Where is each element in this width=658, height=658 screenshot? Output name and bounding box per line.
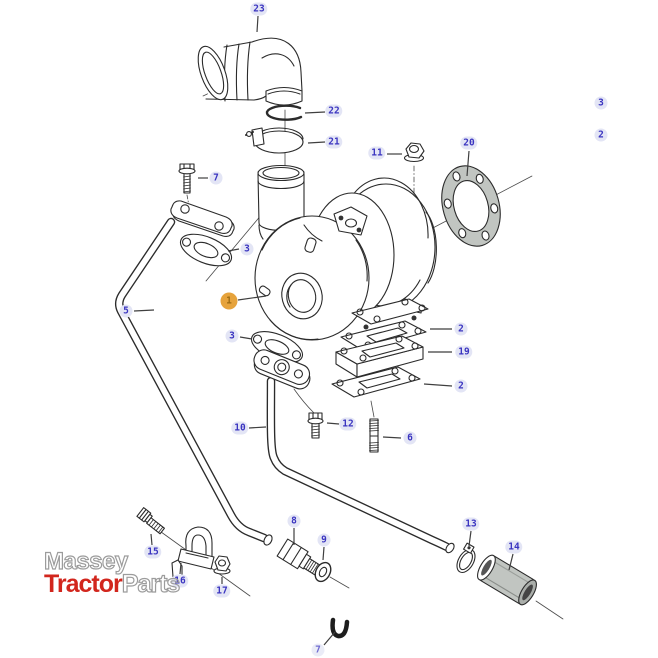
leader-line-22 <box>304 111 326 114</box>
oval-gasket-lower <box>250 331 304 363</box>
washer-9 <box>314 561 332 583</box>
retaining-ring <box>265 104 303 121</box>
flange-nut-11 <box>403 142 425 163</box>
u-clip <box>330 617 350 639</box>
part-callout-7[interactable]: 7 <box>311 643 325 657</box>
leader-line-12 <box>326 422 340 425</box>
part-callout-23[interactable]: 23 <box>250 2 268 16</box>
part-callout-1[interactable]: 1 <box>220 292 238 310</box>
elbow-hose <box>197 37 303 106</box>
leader-line-10 <box>248 426 267 429</box>
leader-line-13 <box>468 530 472 547</box>
leader-line-9 <box>322 546 325 561</box>
part-callout-2[interactable]: 2 <box>454 379 468 393</box>
part-callout-19[interactable]: 19 <box>455 345 473 359</box>
mount-gasket-bottom <box>331 366 421 398</box>
hose-clamp-upper <box>245 127 304 154</box>
drain-flange <box>253 349 311 390</box>
leader-line-2 <box>423 383 453 387</box>
leader-line-7 <box>323 631 336 646</box>
leader-line-23 <box>256 15 259 33</box>
oval-gasket-upper <box>179 233 233 267</box>
bolt-7 <box>178 163 196 194</box>
leader-line-3 <box>239 336 253 340</box>
leader-line-15 <box>150 533 153 546</box>
part-callout-21[interactable]: 21 <box>325 135 343 149</box>
part-callout-16[interactable]: 16 <box>171 574 189 588</box>
leader-line-16 <box>179 562 182 575</box>
stud-6 <box>369 418 379 453</box>
spacer-block <box>335 335 424 378</box>
leader-line-21 <box>307 141 326 144</box>
part-callout-2[interactable]: 2 <box>594 128 608 142</box>
part-callout-15[interactable]: 15 <box>144 545 162 559</box>
part-callout-9[interactable]: 9 <box>317 533 331 547</box>
bolt-15 <box>136 507 165 535</box>
part-callout-3[interactable]: 3 <box>240 242 254 256</box>
mount-gasket-top <box>340 320 427 351</box>
part-callout-10[interactable]: 10 <box>231 421 249 435</box>
leader-line-1 <box>237 295 267 301</box>
part-callout-8[interactable]: 8 <box>287 514 301 528</box>
leader-line-14 <box>508 553 514 571</box>
connector-hose <box>477 554 537 606</box>
part-callout-17[interactable]: 17 <box>213 584 231 598</box>
part-callout-11[interactable]: 11 <box>368 146 386 160</box>
part-callout-6[interactable]: 6 <box>403 431 417 445</box>
part-callout-3[interactable]: 3 <box>594 96 608 110</box>
part-callout-12[interactable]: 12 <box>339 417 357 431</box>
round-gasket <box>441 165 501 247</box>
turbo-inlet-tube <box>257 164 305 232</box>
leader-line-6 <box>382 436 402 439</box>
part-callout-20[interactable]: 20 <box>460 136 478 150</box>
part-callout-2[interactable]: 2 <box>454 322 468 336</box>
hex-fitting <box>276 538 322 576</box>
leader-line-3 <box>227 248 240 252</box>
flange-nut-17 <box>213 555 231 575</box>
feed-flange-plate <box>170 200 235 237</box>
part-callout-5[interactable]: 5 <box>119 304 133 318</box>
pipe-clamp-bracket <box>171 526 215 580</box>
oil-feed-pipe-5 <box>115 217 273 546</box>
leader-line-20 <box>466 150 470 177</box>
bolt-12 <box>307 412 324 439</box>
turbocharger-body <box>254 177 437 341</box>
part-callout-13[interactable]: 13 <box>462 517 480 531</box>
leader-line-5 <box>133 309 155 312</box>
part-callout-14[interactable]: 14 <box>505 540 523 554</box>
part-callout-7[interactable]: 7 <box>209 171 223 185</box>
oil-drain-pipe-10 <box>266 376 455 554</box>
part-callout-22[interactable]: 22 <box>325 104 343 118</box>
part-callout-3[interactable]: 3 <box>225 329 239 343</box>
hose-clamp-lower <box>456 542 476 574</box>
